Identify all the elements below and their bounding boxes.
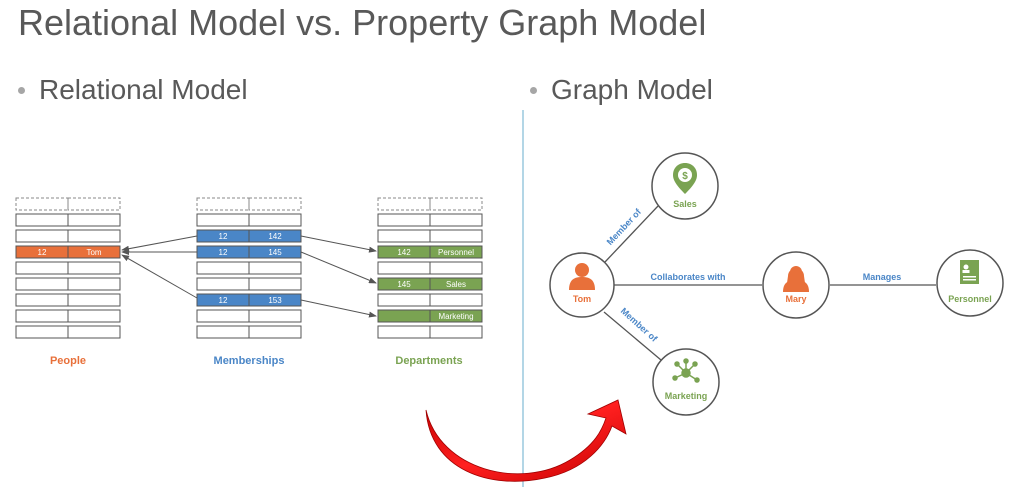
department-id-cell: 145 (397, 280, 411, 289)
department-row: 145 Sales (377, 277, 483, 291)
svg-text:$: $ (682, 171, 688, 182)
graph-edges (603, 205, 936, 361)
edge-tom-marketing (603, 311, 662, 361)
people-name-cell: Tom (86, 248, 101, 257)
people-header-cell (67, 197, 121, 211)
dollar-pin-icon: $ (673, 163, 697, 194)
department-name-cell: Marketing (438, 312, 473, 321)
departments-rows (377, 213, 483, 339)
node-mary: Mary (762, 251, 830, 319)
people-id-cell: 12 (38, 248, 47, 257)
membership-dept-cell: 145 (268, 248, 282, 257)
bullet-dot (18, 86, 25, 94)
section-divider (522, 110, 524, 487)
people-table: 12 Tom People (15, 197, 121, 367)
people-row-tom: 12 Tom (15, 245, 121, 259)
relational-model-heading-text: Relational Model (39, 74, 248, 105)
node-marketing: Marketing (652, 348, 720, 416)
fk-arrow (300, 299, 377, 318)
network-icon (672, 358, 700, 383)
person-icon (569, 263, 595, 290)
node-label-tom: Tom (573, 294, 591, 304)
edge-label-manages: Manages (863, 272, 902, 282)
memberships-header-cell (248, 197, 302, 211)
graph-model-heading: Graph Model (530, 74, 713, 106)
membership-row: 12 142 (196, 229, 302, 243)
fk-arrow (121, 254, 198, 299)
membership-person-cell: 12 (219, 248, 228, 257)
memberships-header-cell (196, 197, 250, 211)
departments-table: 142 Personnel 145 Sales Marketing Depart… (377, 197, 483, 367)
node-sales: $ Sales (651, 152, 719, 220)
memberships-table: 12 142 12 145 12 153 Memberships (196, 197, 302, 367)
person-icon (783, 266, 809, 292)
memberships-rows (196, 213, 302, 339)
node-label-mary: Mary (785, 294, 806, 304)
memberships-table-label: Memberships (214, 355, 285, 367)
graph-model-heading-text: Graph Model (551, 74, 713, 105)
department-id-cell: 142 (397, 248, 411, 257)
membership-dept-cell: 153 (268, 296, 282, 305)
people-rows (15, 213, 121, 339)
edge-tom-sales (604, 205, 659, 263)
edge-label-collaborates-with: Collaborates with (650, 272, 725, 282)
node-label-marketing: Marketing (665, 391, 708, 401)
membership-person-cell: 12 (219, 296, 228, 305)
page-title: Relational Model vs. Property Graph Mode… (18, 2, 707, 43)
bullet-dot (530, 86, 537, 94)
document-icon (960, 260, 979, 284)
transition-arrow (425, 399, 627, 482)
node-personnel: Personnel (936, 249, 1004, 317)
department-row: Marketing (377, 309, 483, 323)
membership-dept-cell: 142 (268, 232, 282, 241)
departments-header-cell (377, 197, 431, 211)
membership-row: 12 153 (196, 293, 302, 307)
department-row: 142 Personnel (377, 245, 483, 259)
people-header-cell (15, 197, 69, 211)
department-name-cell: Personnel (438, 248, 474, 257)
node-label-sales: Sales (673, 199, 697, 209)
membership-row: 12 145 (196, 245, 302, 259)
fk-arrow (121, 235, 198, 252)
relational-model-heading: Relational Model (18, 74, 248, 106)
fk-arrow (300, 235, 377, 253)
people-table-label: People (50, 355, 86, 367)
foreign-key-arrows (121, 235, 377, 318)
membership-person-cell: 12 (219, 232, 228, 241)
fk-arrow (300, 251, 377, 284)
department-name-cell: Sales (446, 280, 466, 289)
departments-table-label: Departments (395, 355, 462, 367)
node-label-personnel: Personnel (948, 294, 992, 304)
node-tom: Tom (549, 252, 615, 318)
edge-label-member-of-marketing: Member of (619, 306, 660, 345)
departments-header-cell (429, 197, 483, 211)
